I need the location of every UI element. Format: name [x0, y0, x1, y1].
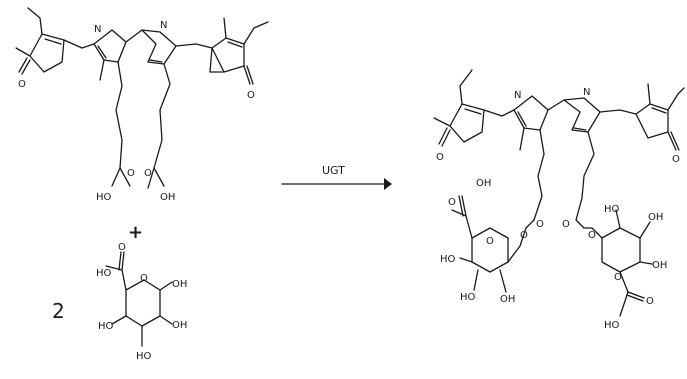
atom-o: O	[127, 168, 135, 179]
atom-o: O	[614, 272, 622, 283]
atom-oh: OH	[500, 294, 515, 305]
atom-n: N	[583, 87, 590, 98]
atom-ho: HO	[440, 254, 456, 265]
bilirubin-molecule	[15, 7, 269, 189]
atom-ho: HO	[604, 204, 620, 215]
atom-oh: OH	[172, 320, 187, 331]
atom-ho: HO	[98, 321, 114, 332]
atom-ho: HO	[96, 268, 112, 279]
atom-oh: OH	[160, 192, 175, 203]
reaction-arrow	[281, 178, 392, 190]
atom-o: O	[646, 296, 654, 307]
atom-o: O	[486, 236, 494, 247]
atom-o: O	[448, 197, 456, 208]
atom-o: O	[18, 79, 26, 90]
atom-n: N	[160, 20, 167, 31]
atom-o: O	[118, 242, 126, 253]
atom-oh: OH	[476, 178, 491, 189]
atom-o: O	[144, 168, 152, 179]
atom-o: O	[436, 152, 444, 163]
atom-o: O	[247, 90, 255, 101]
atom-ho: HO	[136, 351, 152, 362]
atom-o: O	[536, 219, 544, 230]
atom-ho: HO	[460, 292, 476, 303]
atom-n: N	[94, 24, 101, 35]
atom-o: O	[672, 154, 680, 165]
atom-ho: HO	[96, 192, 112, 203]
enzyme-label: UGT	[322, 164, 345, 177]
plus-sign: +	[128, 222, 143, 243]
glucuronic-coefficient: 2	[52, 299, 65, 323]
atom-oh: OH	[652, 260, 667, 271]
atom-o: O	[562, 219, 570, 230]
bilirubin-diglucuronide-molecule	[433, 69, 685, 317]
atom-ho: HO	[604, 320, 620, 331]
atom-oh: OH	[172, 279, 187, 290]
atom-o: O	[588, 230, 596, 241]
atom-o: O	[140, 273, 148, 284]
atom-oh: OH	[648, 212, 663, 223]
atom-o: O	[520, 230, 528, 241]
glucuronic-acid-molecule	[105, 251, 173, 347]
atom-n: N	[514, 90, 521, 101]
